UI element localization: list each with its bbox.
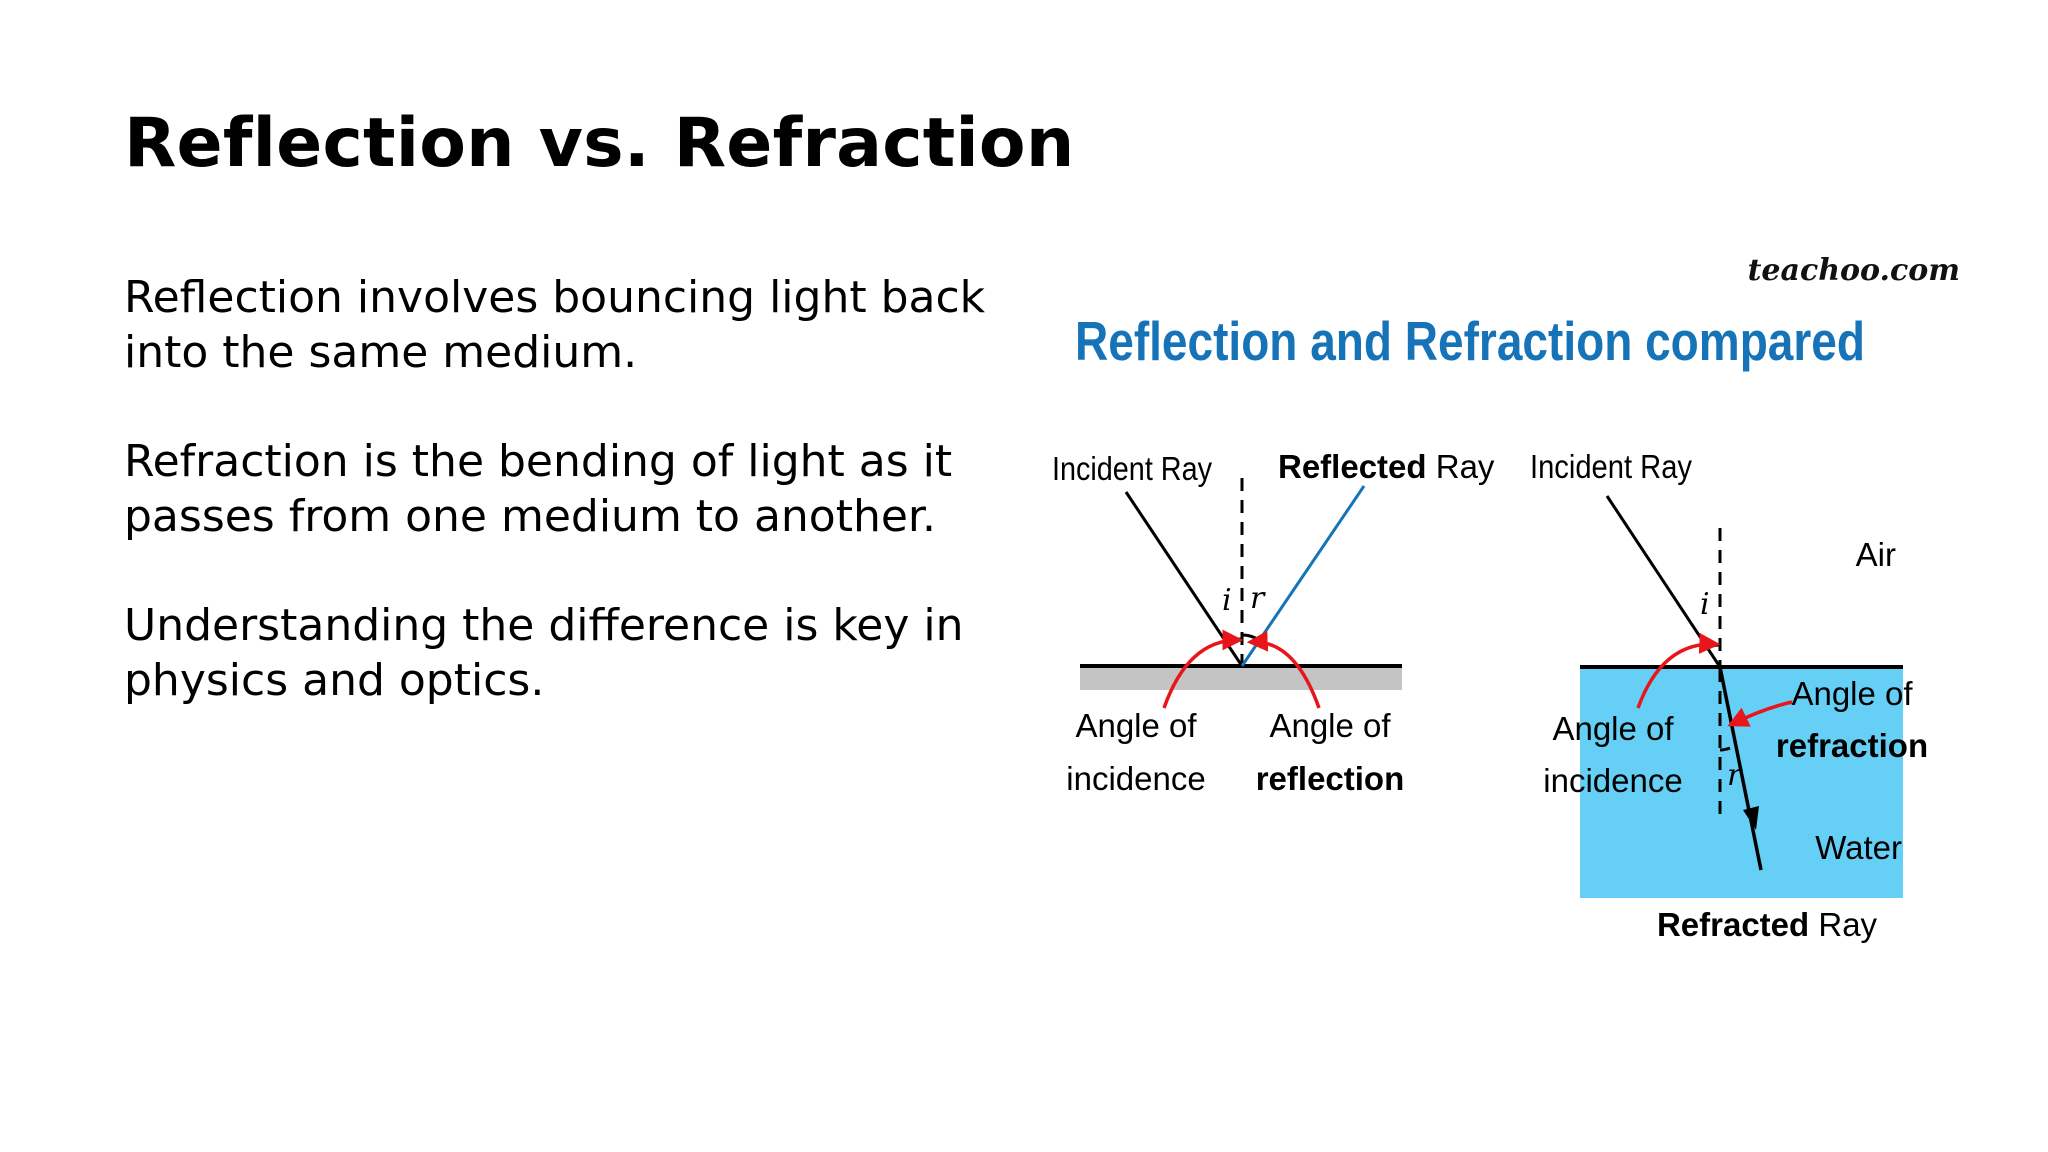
- paragraph-refraction: Refraction is the bending of light as it…: [124, 436, 953, 542]
- symbol-r: r: [1250, 581, 1266, 616]
- reflected-ray-label: Reflected Ray: [1278, 448, 1495, 485]
- angle-refraction-label-1: Angle of: [1791, 675, 1913, 712]
- water-label: Water: [1815, 829, 1902, 866]
- refracted-ray-label-rest: Ray: [1809, 906, 1877, 943]
- water-medium: [1580, 668, 1903, 898]
- symbol-r: r: [1727, 758, 1743, 793]
- refracted-ray-arrowhead: [1743, 806, 1759, 830]
- watermark: teachoo.com: [1748, 253, 1960, 288]
- slide-body: Reflection involves bouncing light back …: [124, 270, 1004, 762]
- incident-ray-label: Incident Ray: [1052, 450, 1212, 487]
- comparison-diagram: teachoo.com Reflection and Refraction co…: [1030, 250, 1980, 970]
- reflected-ray-label-rest: Ray: [1427, 448, 1495, 485]
- angle-arc-r: [1719, 746, 1731, 752]
- mirror-surface: [1080, 668, 1402, 690]
- angle-reflection-label-1: Angle of: [1269, 707, 1391, 744]
- reflection-arrow: [1246, 630, 1321, 709]
- reflection-panel: i r Incident Ray Reflected Ray Angle of …: [1052, 448, 1495, 797]
- refraction-arrow: [1727, 700, 1793, 727]
- angle-incidence-label-2: incidence: [1066, 760, 1205, 797]
- air-label: Air: [1856, 536, 1896, 573]
- incident-ray-label: Incident Ray: [1530, 448, 1692, 485]
- angle-incidence-label-2: incidence: [1543, 762, 1682, 799]
- paragraph-reflection: Reflection involves bouncing light back …: [124, 272, 986, 378]
- symbol-i: i: [1700, 587, 1710, 622]
- refracted-ray-line: [1718, 666, 1763, 871]
- reflected-ray-label-bold: Reflected: [1278, 448, 1427, 485]
- refraction-panel: i r Incident Ray Air Water Angle of inci…: [1530, 448, 1928, 943]
- angle-incidence-label-1: Angle of: [1075, 707, 1197, 744]
- refracted-ray-label: Refracted Ray: [1657, 906, 1878, 943]
- diagram-heading: Reflection and Refraction compared: [1075, 310, 1865, 372]
- symbol-i: i: [1222, 583, 1232, 618]
- angle-refraction-label-2: refraction: [1776, 727, 1928, 764]
- paragraph-conclusion: Understanding the difference is key in p…: [124, 600, 964, 706]
- refracted-ray-label-bold: Refracted: [1657, 906, 1809, 943]
- angle-incidence-label-1: Angle of: [1552, 710, 1674, 747]
- incidence-arrow: [1162, 629, 1244, 709]
- reflected-ray-line: [1240, 485, 1366, 667]
- slide-title: Reflection vs. Refraction: [124, 104, 1075, 183]
- angle-reflection-label-2: reflection: [1256, 760, 1405, 797]
- angle-arc-r: [1241, 633, 1260, 642]
- incidence-arrow: [1636, 632, 1721, 709]
- incident-ray-line: [1605, 495, 1722, 668]
